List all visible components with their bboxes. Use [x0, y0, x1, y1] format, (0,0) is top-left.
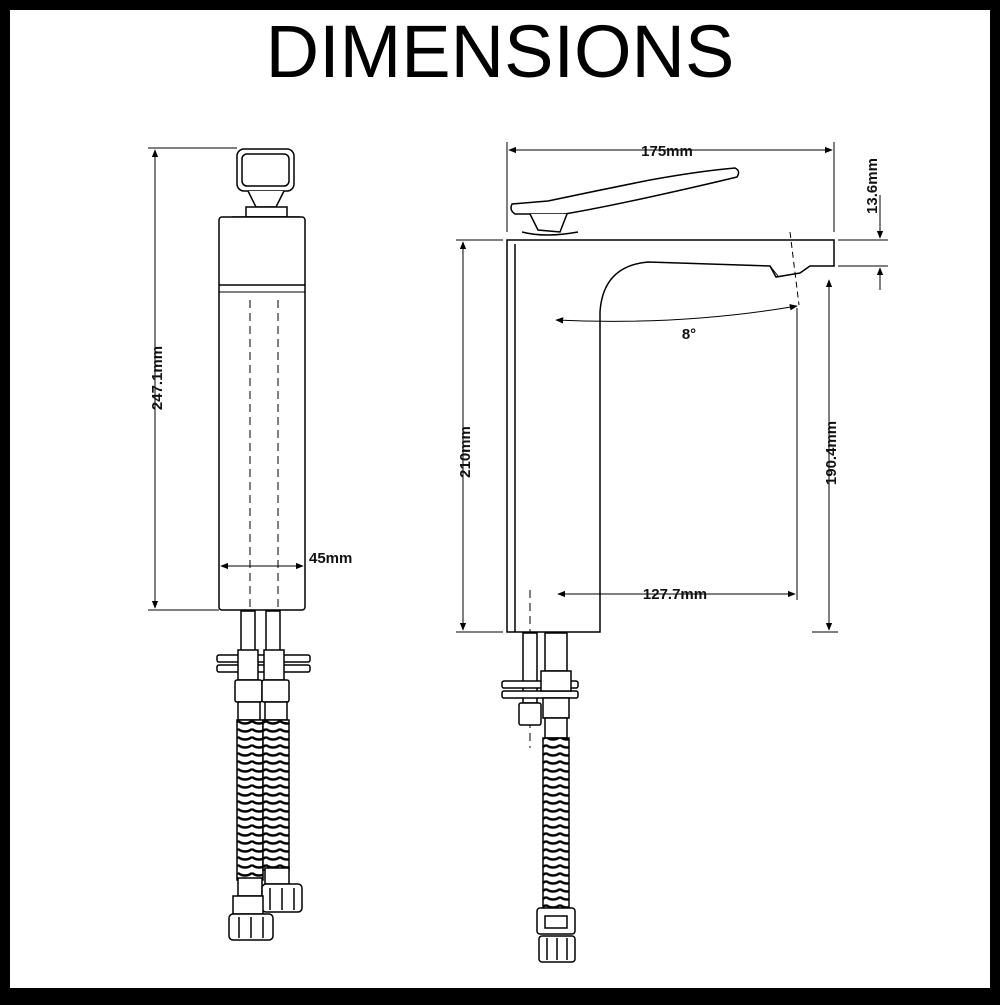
reach-label: 127.7mm: [643, 586, 707, 603]
side-hoses: [228, 719, 303, 941]
side-height-label: 247.1mm: [149, 346, 166, 410]
angle-label: 8°: [682, 326, 696, 343]
side-fittings: [216, 610, 311, 721]
front-fittings: [501, 632, 579, 963]
side-view: [216, 148, 311, 941]
front-width-label: 175mm: [641, 143, 693, 160]
spout-thickness-label: 13.6mm: [864, 158, 881, 214]
clearance-label: 190.4mm: [823, 421, 840, 485]
page-title: DIMENSIONS: [266, 10, 735, 93]
drawing-panel: [10, 10, 990, 988]
side-width-label: 45mm: [309, 550, 352, 567]
front-view: [501, 167, 835, 963]
side-body: [218, 216, 306, 611]
front-dimensions: [456, 142, 888, 633]
body-height-label: 210mm: [457, 426, 474, 478]
front-handle: [510, 167, 740, 236]
side-dimensions: [148, 147, 304, 611]
